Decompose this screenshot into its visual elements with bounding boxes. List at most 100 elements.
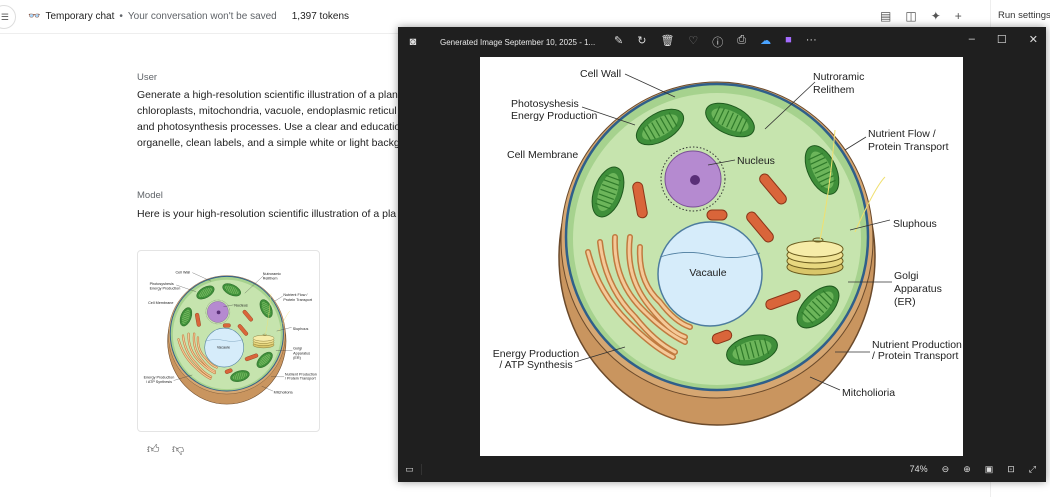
more-options-icon[interactable]: ··· (805, 34, 817, 46)
label-nutroramic: Nutroramic (263, 272, 281, 276)
plant-cell-illustration: Cell Wall Photosyshesis Energy Productio… (493, 68, 962, 426)
thumbs-down-icon[interactable]: 👎︎ (172, 442, 185, 456)
vacuole (204, 327, 244, 368)
label-protein-transport: Protein Transport (283, 298, 313, 302)
chloroplast (635, 108, 685, 146)
sparkle-icon[interactable]: ✦ (930, 9, 941, 23)
label-nutrient-production: Nutrient Production (872, 339, 962, 351)
token-count: 1,397 tokens (291, 11, 350, 22)
compare-icon[interactable]: ◫ (905, 9, 917, 23)
fullscreen-icon[interactable]: ⤢ (1028, 463, 1036, 474)
mitochondrion (224, 368, 233, 374)
label-protein-transport-2: / Protein Transport (285, 376, 317, 380)
label-nucleus: Nucleus (234, 303, 248, 307)
nucleolus (690, 175, 700, 185)
chloroplast (705, 102, 755, 138)
image-canvas: Cell Wall Photosyshesis Energy Productio… (480, 57, 963, 456)
maximize-icon[interactable]: ☐ (996, 34, 1007, 46)
message-line: organelle, clean labels, and a simple wh… (137, 137, 400, 149)
label-cell-wall: Cell Wall (175, 271, 190, 275)
label-nutrient-flow: Nutrient Flow / (283, 293, 308, 297)
model-role-label: Model (137, 190, 163, 201)
chloroplast (196, 285, 215, 300)
chloroplast (726, 334, 778, 366)
minimize-icon[interactable]: – (968, 33, 975, 45)
close-icon[interactable]: ✕ (1028, 34, 1038, 46)
label-protein-transport-2: / Protein Transport (872, 350, 958, 362)
edit-icon[interactable]: ✎ (614, 35, 624, 47)
mitochondrion (237, 324, 249, 336)
label-er: (ER) (894, 296, 916, 308)
print-icon[interactable]: ⎙ (737, 34, 747, 46)
leader-lines (173, 272, 293, 392)
label-mitcholioria: Mitcholioria (274, 390, 294, 394)
label-er: (ER) (293, 356, 301, 360)
zoom-out-icon[interactable]: ⊖ (941, 463, 950, 474)
label-golgi: Golgi (293, 346, 302, 350)
label-mitcholioria: Mitcholioria (842, 387, 895, 399)
actual-size-icon[interactable]: ⊡ (1007, 463, 1015, 474)
label-relithem: Relithem (813, 84, 855, 96)
mitochondrion (759, 173, 787, 205)
clipboard-icon[interactable]: ▤ (880, 9, 892, 23)
mitochondrion (242, 309, 253, 322)
label-nutrient-production: Nutrient Production (285, 372, 317, 376)
label-atp-synthesis: / ATP Synthesis (146, 380, 172, 384)
run-settings-button[interactable]: Run settings (998, 10, 1050, 21)
favorite-heart-icon[interactable]: ♡ (688, 35, 699, 47)
delete-icon[interactable]: 🗑︎ (660, 35, 675, 47)
chloroplast (222, 283, 241, 297)
mitochondrion (195, 312, 201, 327)
vacuole (657, 221, 763, 327)
chloroplast (179, 307, 193, 327)
mitochondrion (632, 181, 648, 219)
fit-to-window-icon[interactable]: ▣ (984, 463, 994, 474)
label-atp-synthesis: / ATP Synthesis (499, 359, 572, 371)
label-nucleus: Nucleus (737, 155, 775, 167)
mitochondrion (222, 323, 231, 328)
onedrive-icon[interactable]: ☁ (760, 35, 772, 47)
nucleolus (216, 310, 221, 315)
menu-toggle-button[interactable]: ☰ (0, 5, 16, 29)
new-chat-plus-icon[interactable]: + (954, 9, 962, 23)
viewer-title: Generated Image September 10, 2025 - 1..… (440, 37, 596, 47)
label-protein-transport: Protein Transport (868, 141, 949, 153)
clipchamp-icon[interactable]: ■ (785, 34, 792, 46)
rotate-icon[interactable]: ↻ (637, 35, 647, 47)
label-cell-membrane: Cell Membrane (507, 149, 578, 161)
label-photosynthesis: Photosyshesis (511, 98, 579, 110)
label-nutroramic: Nutroramic (813, 71, 864, 83)
mitochondrion (746, 211, 774, 243)
generated-image-thumbnail[interactable]: Cell Wall Photosyshesis Energy Productio… (137, 250, 320, 432)
chloroplast (591, 166, 625, 218)
label-photosynthesis-2: Energy Production (150, 286, 181, 290)
separator: • (119, 11, 123, 22)
label-apparatus: Apparatus (894, 283, 942, 295)
incognito-icon: 👓 (28, 11, 41, 22)
chloroplast (804, 145, 840, 195)
label-energy-production: Energy Production (493, 348, 580, 360)
label-vacuole: Vacaule (217, 345, 230, 349)
info-icon[interactable]: ⓘ (712, 37, 724, 49)
label-cell-wall: Cell Wall (580, 68, 621, 80)
message-line: and photosynthesis processes. Use a clea… (137, 121, 401, 133)
photos-app-icon: ◙ (409, 36, 417, 48)
chloroplast (796, 285, 840, 329)
user-role-label: User (137, 72, 158, 83)
label-apparatus: Apparatus (293, 351, 310, 355)
filmstrip-icon[interactable]: ▭ (398, 463, 422, 475)
golgi-apparatus (252, 333, 275, 349)
label-energy-production: Energy Production (144, 376, 175, 380)
chloroplast (256, 351, 273, 368)
zoom-in-icon[interactable]: ⊕ (963, 463, 971, 474)
not-saved-notice: Your conversation won't be saved (127, 11, 277, 22)
thumbs-up-icon[interactable]: 👍︎ (147, 442, 160, 456)
label-photosynthesis: Photosyshesis (150, 282, 174, 286)
chloroplast (230, 370, 250, 382)
user-message: Generate a high-resolution scientific il… (137, 87, 400, 151)
chloroplast (259, 299, 273, 318)
label-vacuole: Vacaule (689, 267, 726, 279)
label-nutrient-flow: Nutrient Flow / (868, 128, 936, 140)
nuclear-envelope (660, 146, 726, 212)
model-message: Here is your high-resolution scientific … (137, 208, 397, 220)
